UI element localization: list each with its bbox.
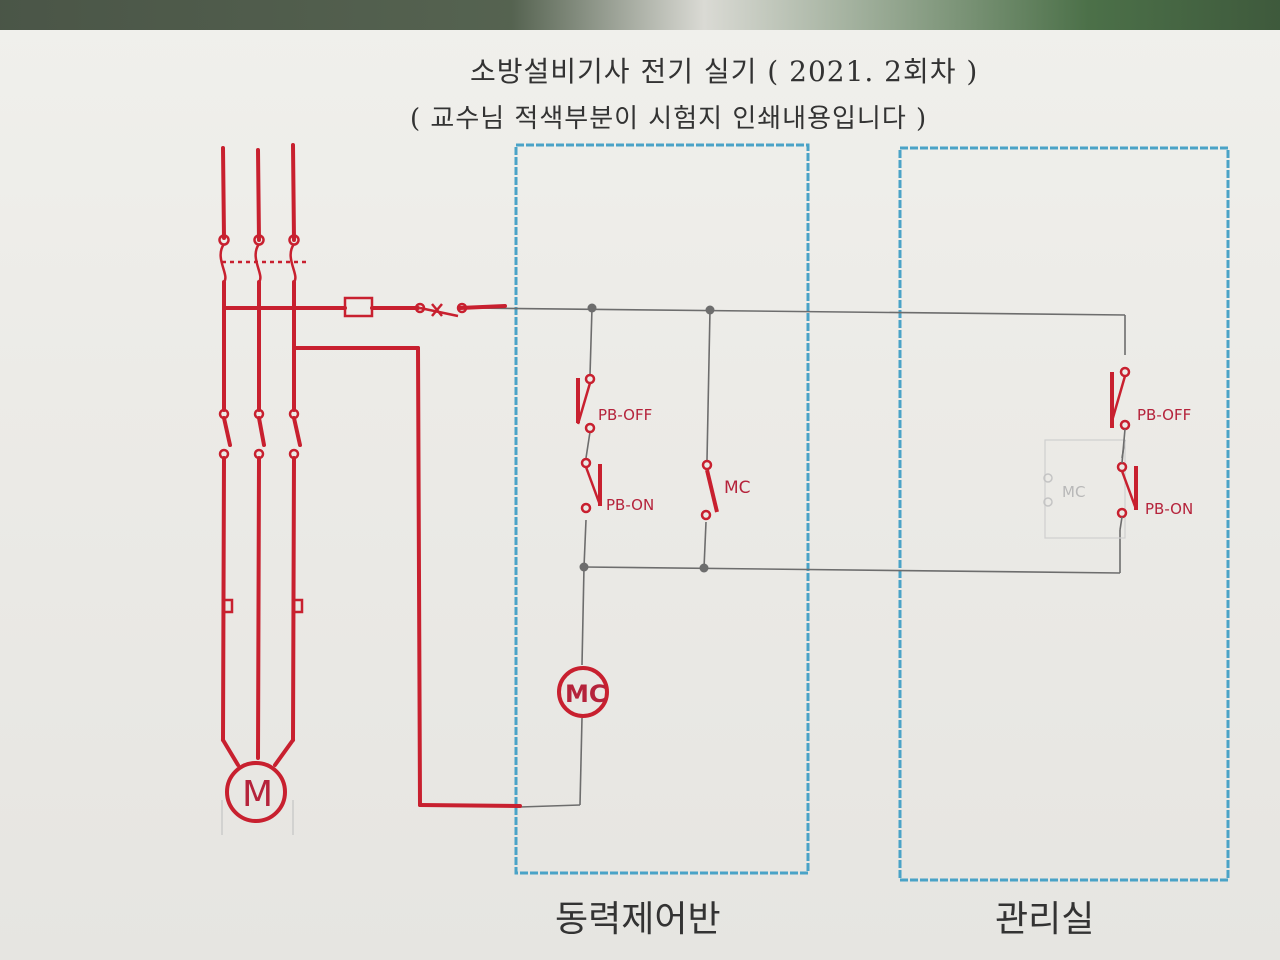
faint-mc-label: MC xyxy=(1062,483,1085,501)
bottom-wire xyxy=(583,566,1121,574)
mc-contact-label-panel: MC xyxy=(724,478,751,498)
motor-symbol xyxy=(225,761,287,823)
power-panel-label: 동력제어반 xyxy=(555,899,721,940)
pb-off-label-room: PB-OFF xyxy=(1137,406,1191,424)
diagram-subtitle: ( 교수님 적색부분이 시험지 인쇄내용입니다 ) xyxy=(410,104,928,134)
pb-on-label-panel: PB-ON xyxy=(606,496,654,514)
pb-on-label-room: PB-ON xyxy=(1145,500,1193,518)
faint-mc-box xyxy=(1044,439,1126,539)
top-edge-shadow xyxy=(0,0,1280,30)
management-room-box xyxy=(898,146,1230,882)
mc-coil-symbol xyxy=(557,666,609,718)
mc-coil-label: MC xyxy=(565,680,607,708)
top-wire xyxy=(469,307,1126,316)
power-panel-box xyxy=(514,143,810,875)
diagram-title: 소방설비기사 전기 실기 ( 2021. 2회차 ) xyxy=(470,55,979,88)
motor-label: M xyxy=(242,774,273,815)
pb-off-label-panel: PB-OFF xyxy=(598,406,652,424)
management-room-label: 관리실 xyxy=(995,899,1095,940)
